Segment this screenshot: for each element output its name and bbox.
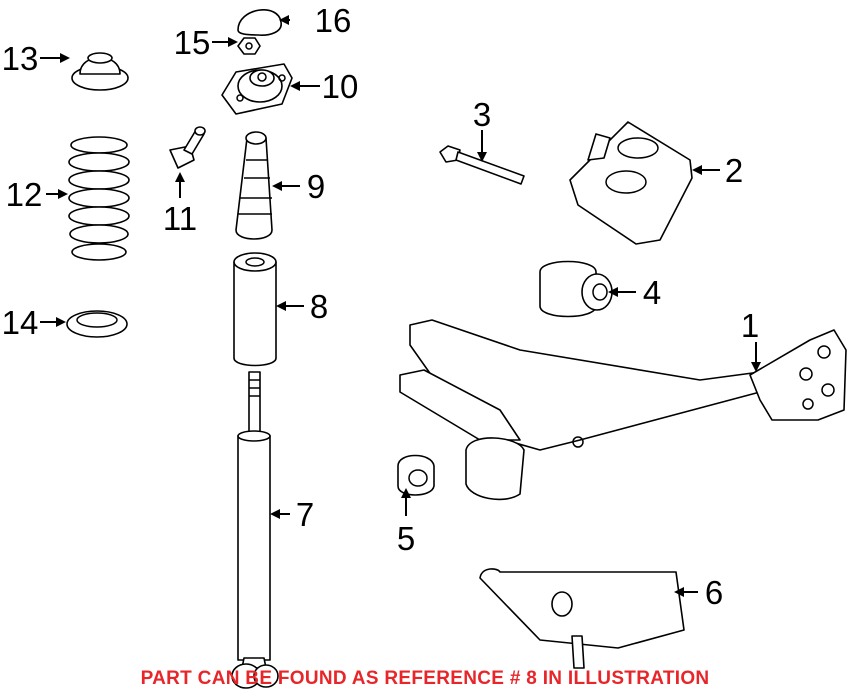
part-5-small-bushing bbox=[397, 454, 435, 496]
part-10-strut-mount bbox=[221, 63, 293, 115]
callout-15: 15 bbox=[174, 24, 211, 61]
part-1-axle-beam bbox=[399, 319, 847, 501]
part-11-bolt bbox=[169, 126, 206, 169]
callout-16: 16 bbox=[315, 2, 352, 39]
callout-12: 12 bbox=[6, 176, 43, 213]
callout-numbers: 1 2 3 4 5 6 7 8 9 10 11 12 13 14 15 16 bbox=[2, 2, 760, 611]
callout-3: 3 bbox=[473, 96, 491, 133]
part-2-bracket bbox=[569, 121, 693, 245]
part-14-spring-pad bbox=[66, 310, 128, 338]
callout-7: 7 bbox=[296, 496, 314, 533]
callout-4: 4 bbox=[643, 274, 661, 311]
part-7-shock-absorber bbox=[231, 371, 279, 689]
part-12-coil-spring bbox=[68, 136, 130, 261]
callout-14: 14 bbox=[2, 304, 39, 341]
part-16-cap bbox=[237, 9, 282, 36]
part-9-bump-stop bbox=[235, 131, 273, 240]
callout-1: 1 bbox=[741, 307, 759, 344]
part-13-spring-seat bbox=[71, 52, 129, 91]
part-15-nut bbox=[237, 37, 261, 55]
callout-9: 9 bbox=[307, 168, 325, 205]
callout-13: 13 bbox=[2, 40, 39, 77]
part-8-dust-boot bbox=[233, 252, 277, 367]
part-4-bushing bbox=[539, 260, 613, 318]
part-3-bolt bbox=[439, 145, 525, 185]
callout-11: 11 bbox=[163, 200, 197, 237]
part-6-shield bbox=[479, 568, 685, 669]
callout-5: 5 bbox=[397, 520, 415, 557]
callout-2: 2 bbox=[725, 152, 743, 189]
reference-note: PART CAN BE FOUND AS REFERENCE # 8 IN IL… bbox=[140, 668, 710, 689]
callout-6: 6 bbox=[705, 574, 723, 611]
callout-10: 10 bbox=[322, 68, 359, 105]
callout-arrows bbox=[40, 15, 761, 597]
callout-8: 8 bbox=[310, 288, 328, 325]
